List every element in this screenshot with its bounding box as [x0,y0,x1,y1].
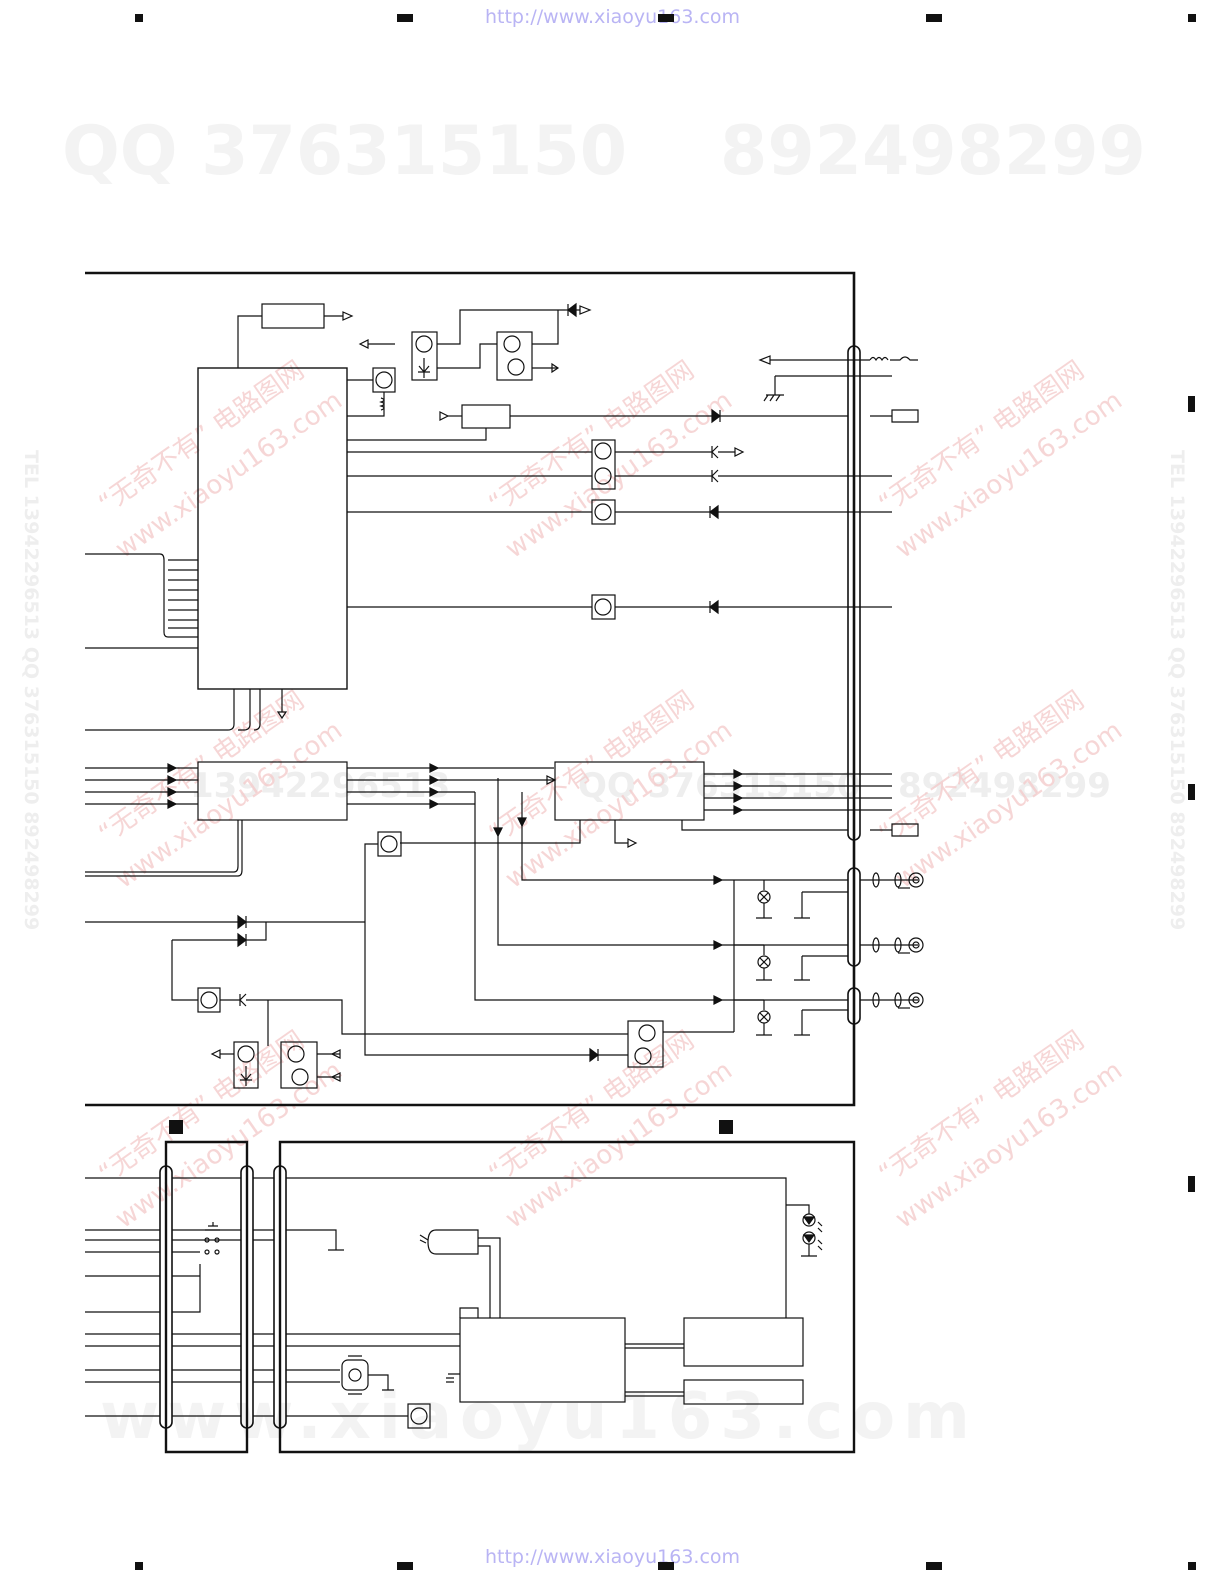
ribbon-connector-a [159,1165,173,1429]
connector-video-2 [847,987,861,1025]
footer-url[interactable]: http://www.xiaoyu163.com [484,1546,741,1568]
dual-transistor-block [496,331,533,381]
signal-interface-block [461,404,511,429]
termination-lamp [756,1000,772,1036]
termination-lamp [756,945,772,981]
watermark-mid-left: 13942296513 [190,766,451,806]
ir-receiver [427,1229,479,1255]
transistor-zener-pair-low [233,1041,259,1089]
transistor-stack [591,439,616,490]
front-panel-controller [459,1317,626,1403]
registration-marks [135,14,1196,1570]
crystal [446,1373,460,1383]
connector-video-1 [847,867,861,967]
sub-board-outline-left [164,1140,249,1454]
connector-main [847,345,861,841]
rca-jack [860,992,924,1009]
sub-board-outline-right [278,1140,856,1454]
tact-switch [205,1222,220,1231]
video-driver-ic [554,761,705,821]
panel-marker-right [719,1120,733,1134]
jog-encoder [341,1355,394,1395]
display-memory [683,1379,804,1405]
display-driver [683,1317,804,1367]
header-url[interactable]: http://www.xiaoyu163.com [484,6,741,28]
output-switch-pair [627,1020,664,1068]
regulator-block [261,303,325,329]
panel-marker-left [169,1120,183,1134]
termination-lamp [756,880,772,919]
dual-transistor-block-low [280,1041,318,1089]
standby-transistor [407,1403,431,1429]
watermark-qq-right: 892498299 [720,112,1146,191]
led-indicator [786,1204,823,1257]
rca-jack [860,872,924,889]
watermark-qq-left: QQ 376315150 [62,112,628,191]
watermark-bottom: www.xiaoyu163.com [100,1380,978,1454]
input-buffer-ic [197,761,348,821]
transistor-zener-pair [411,331,438,381]
rca-jack [860,937,924,954]
watermark-mid-right: 892498299 [898,766,1111,806]
ribbon-connector-c [273,1165,287,1429]
main-board-outline [85,271,856,1107]
main-microcontroller [197,367,348,690]
ribbon-connector-b [240,1165,254,1429]
